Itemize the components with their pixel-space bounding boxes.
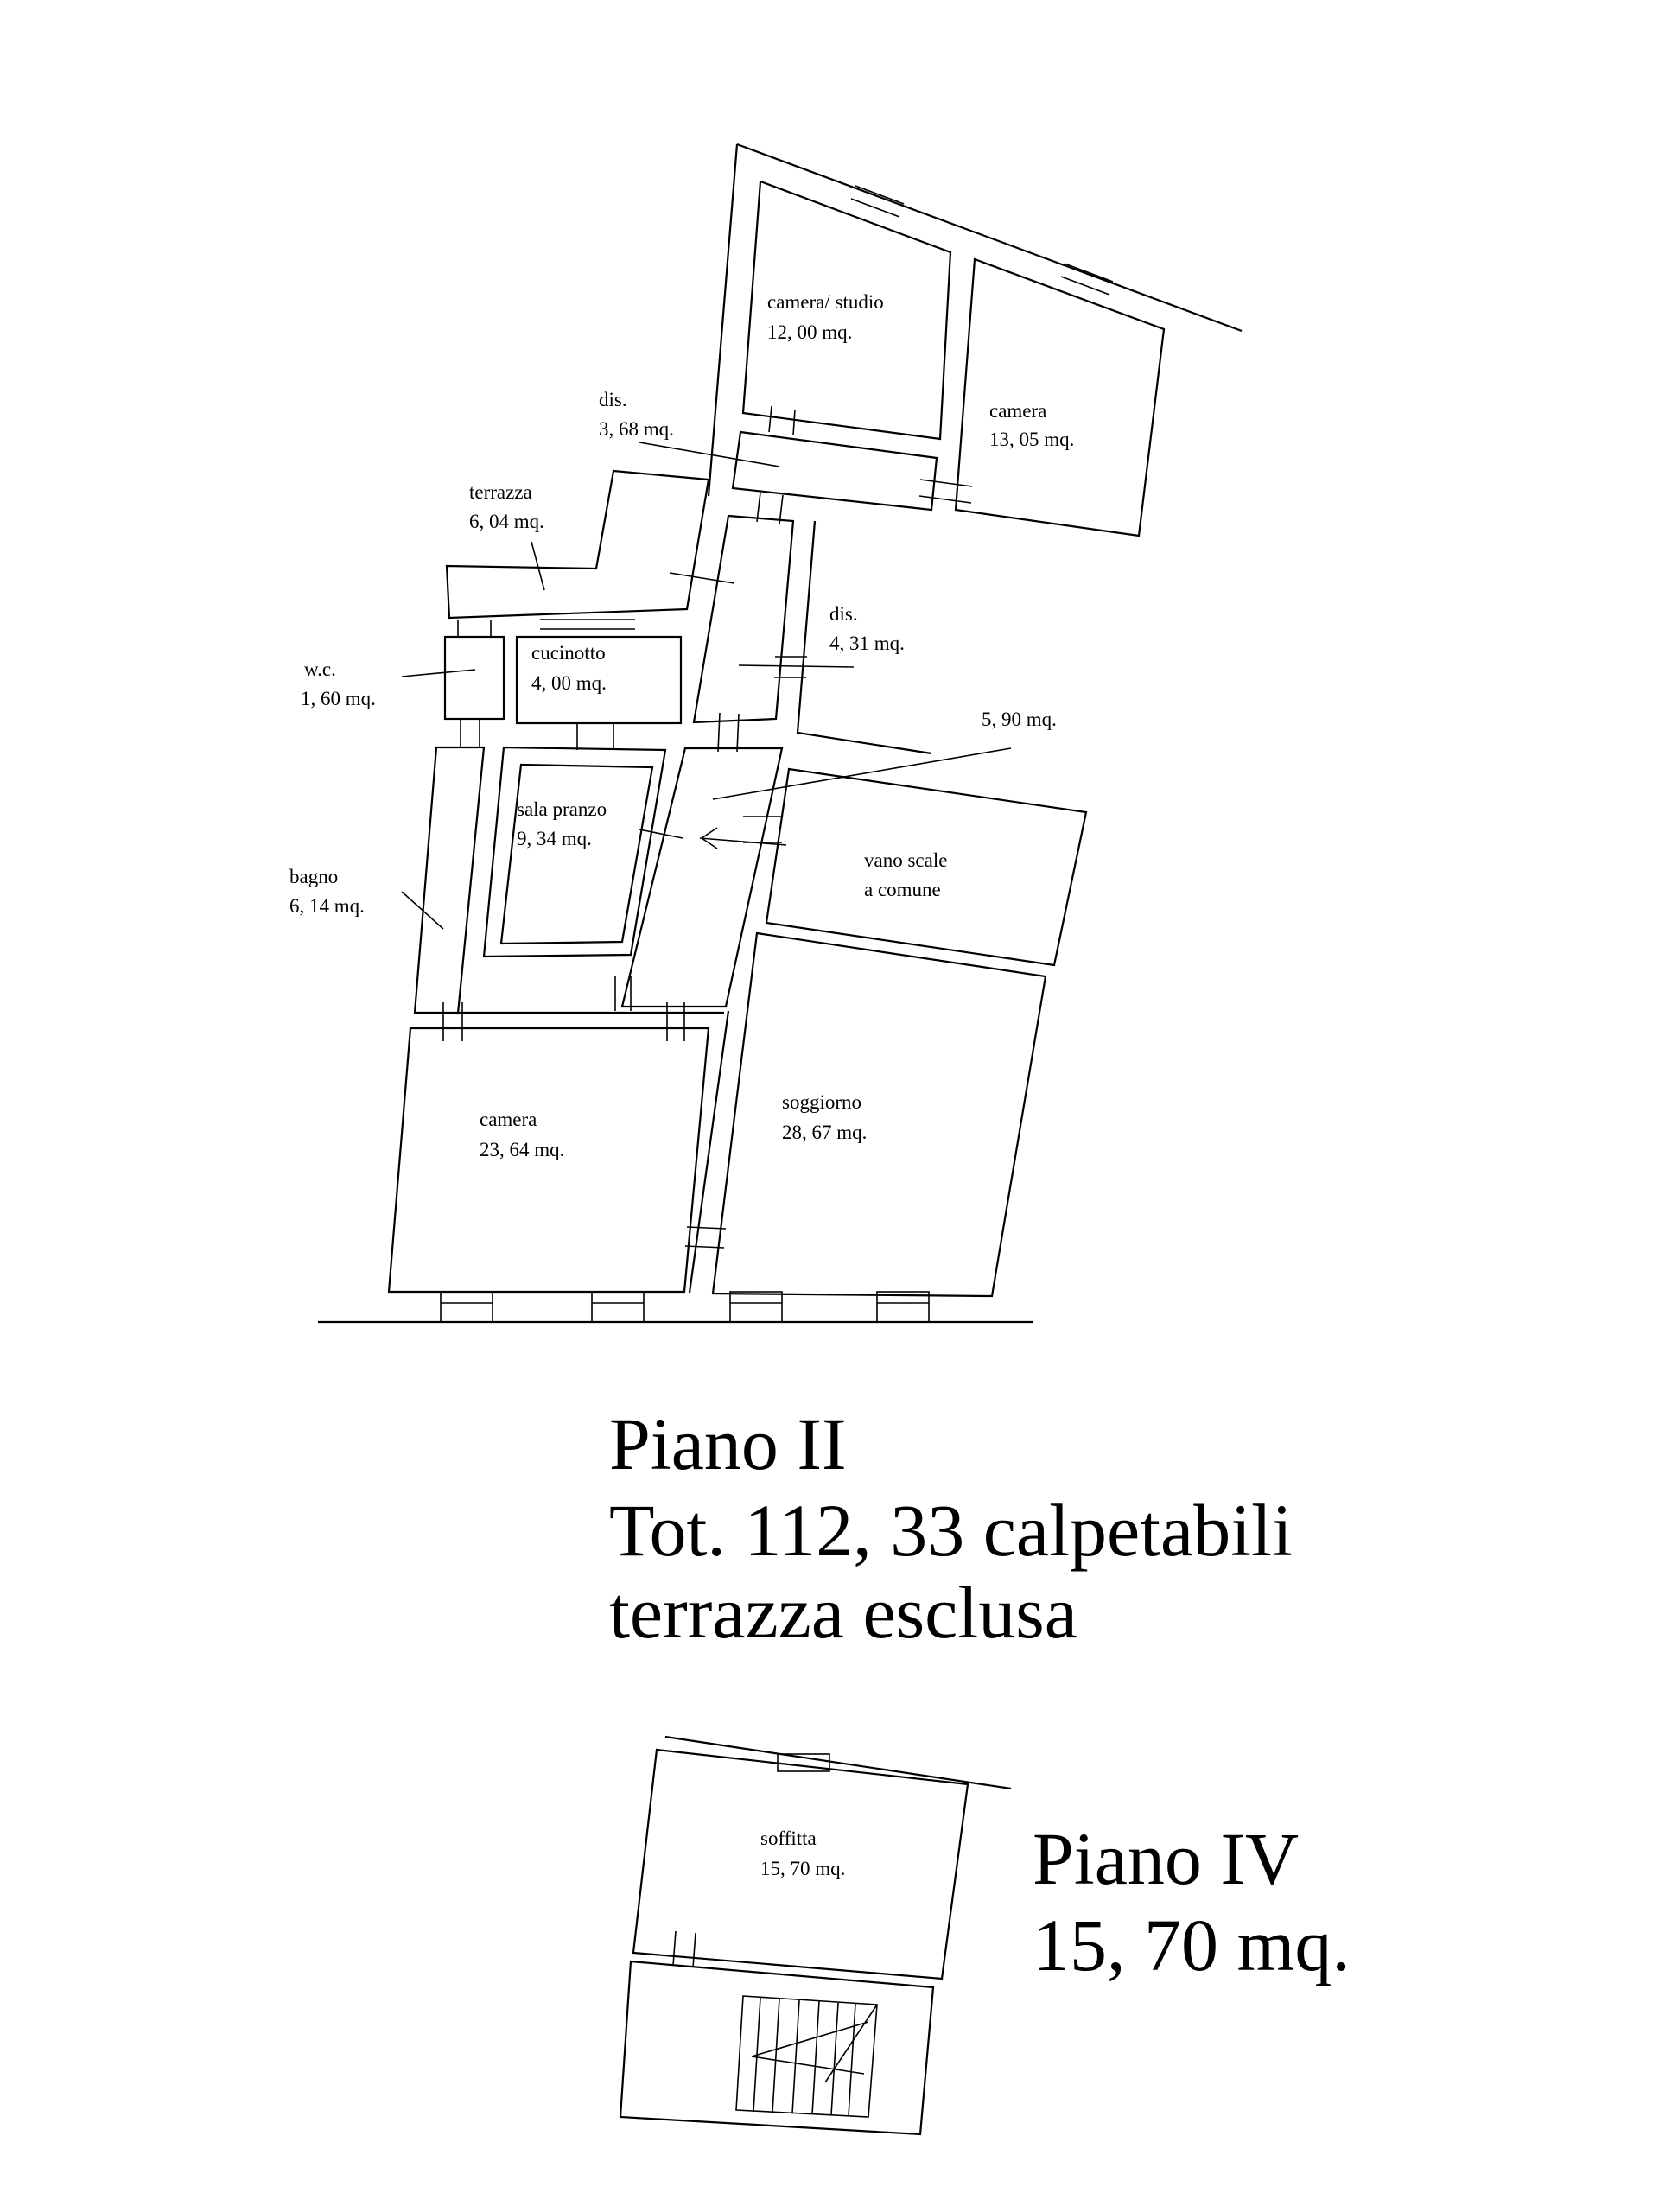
- room-name-terrazza: terrazza: [469, 481, 532, 503]
- window: [850, 185, 905, 218]
- window: [540, 619, 635, 750]
- room-area-camera-studio: 12, 00 mq.: [767, 321, 852, 343]
- room-name-cucinotto: cucinotto: [531, 642, 606, 664]
- room-sala-pranzo: [482, 746, 667, 958]
- floor-2-title-line-3: terrazza esclusa: [609, 1571, 1077, 1654]
- room-dis-middle: [692, 514, 795, 724]
- room-soffitta: [632, 1748, 969, 1980]
- floor-2-title-line-2: Tot. 112, 33 calpetabili: [609, 1489, 1293, 1572]
- door: [717, 656, 807, 753]
- wall-dis-middle-east: [796, 520, 932, 755]
- property-line-ne: [736, 143, 1243, 333]
- room-name-dis-middle: dis.: [829, 603, 858, 625]
- room-camera-studio: [741, 180, 952, 441]
- floor-4-plan: soffitta 15, 70 mq.: [619, 1735, 1012, 2136]
- label-leader-lines: [401, 442, 1012, 930]
- floor-2-title: Piano II Tot. 112, 33 calpetabili terraz…: [609, 1402, 1293, 1654]
- room-area-vano-scale: a comune: [864, 879, 941, 900]
- room-area-terrazza: 6, 04 mq.: [469, 511, 544, 532]
- floor-2-plan: camera/ studio 12, 00 mq. camera 13, 05 …: [289, 143, 1243, 1324]
- stairs: [735, 1995, 878, 2118]
- room-camera-sw: [387, 1027, 710, 1294]
- floor-4-title: Piano IV 15, 70 mq.: [1033, 1817, 1351, 1986]
- door: [457, 620, 492, 747]
- room-name-vano-scale: vano scale: [864, 849, 947, 871]
- room-area-dis-upper: 3, 68 mq.: [599, 418, 674, 440]
- room-name-bagno: bagno: [289, 866, 338, 887]
- room-name-camera-sw: camera: [480, 1109, 537, 1130]
- window: [777, 1753, 830, 1772]
- property-line-floor-4: [664, 1735, 1012, 1790]
- room-vano-scale: [765, 767, 1088, 967]
- room-name-soggiorno: soggiorno: [782, 1091, 861, 1113]
- door: [442, 976, 685, 1041]
- room-area-cucinotto: 4, 00 mq.: [531, 672, 607, 694]
- room-name-camera-studio: camera/ studio: [767, 291, 884, 313]
- room-area-soggiorno: 28, 67 mq.: [782, 1122, 867, 1143]
- outer-wall-north-west: [707, 143, 739, 497]
- room-dis-upper: [731, 430, 938, 512]
- room-name-dis-upper: dis.: [599, 389, 627, 410]
- room-area-bagno: 6, 14 mq.: [289, 895, 365, 917]
- room-area-dis-middle: 4, 31 mq.: [829, 632, 905, 654]
- room-area-camera-sw: 23, 64 mq.: [480, 1139, 564, 1160]
- room-area-wc: 1, 60 mq.: [301, 688, 376, 709]
- room-name-sala-pranzo: sala pranzo: [517, 798, 607, 820]
- room-cucinotto: [515, 635, 683, 725]
- room-area-corridor: 5, 90 mq.: [982, 709, 1057, 730]
- room-area-soffitta: 15, 70 mq.: [760, 1858, 845, 1879]
- room-wc: [443, 635, 505, 721]
- room-terrazza: [445, 469, 710, 620]
- room-name-camera-ne: camera: [989, 400, 1046, 422]
- room-stair-floor-4: [619, 1960, 935, 2136]
- room-name-wc: w.c.: [304, 658, 336, 680]
- door: [684, 1226, 727, 1249]
- room-sala-pranzo-inner: [499, 763, 654, 945]
- room-area-sala-pranzo: 9, 34 mq.: [517, 828, 592, 849]
- window: [1060, 263, 1114, 296]
- room-labels: camera/ studio 12, 00 mq. camera 13, 05 …: [289, 291, 1074, 1160]
- floor-2-title-line-1: Piano II: [609, 1402, 847, 1485]
- room-corridor: [620, 747, 784, 1008]
- wall-between-camera-soggiorno: [688, 1010, 730, 1294]
- room-area-camera-ne: 13, 05 mq.: [989, 429, 1074, 450]
- room-name-soffitta: soffitta: [760, 1827, 817, 1849]
- window: [440, 1291, 930, 1323]
- door: [756, 405, 973, 525]
- floor-4-title-line-2: 15, 70 mq.: [1033, 1904, 1351, 1986]
- floor-4-title-line-1: Piano IV: [1033, 1817, 1299, 1900]
- room-bagno: [413, 746, 486, 1015]
- room-camera-ne: [954, 257, 1166, 537]
- room-soggiorno: [711, 931, 1047, 1298]
- door: [672, 1930, 696, 1968]
